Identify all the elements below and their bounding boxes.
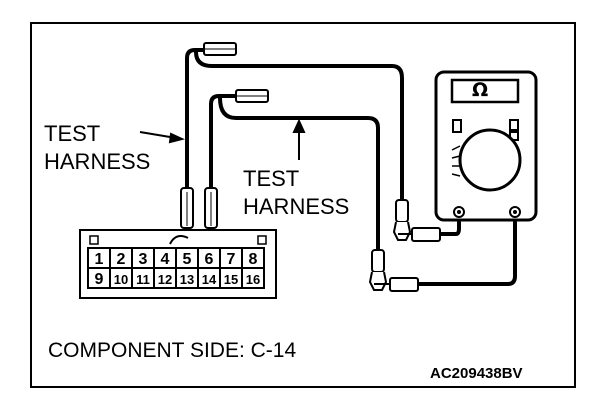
test-harness-label-right: TEST HARNESS (243, 168, 349, 218)
ohmmeter-display (450, 78, 520, 104)
connector-pin-number: 4 (161, 251, 170, 268)
connector-cell (241, 267, 265, 289)
connector-pin-number: 5 (183, 251, 192, 268)
connector-c14 (79, 229, 277, 299)
test-harness-label-left: TEST HARNESS (44, 123, 150, 173)
component-side-caption: COMPONENT SIDE: C-14 (48, 339, 297, 362)
test-harness-wire-right (209, 94, 238, 192)
test-harness-right-line1: TEST (243, 166, 300, 191)
connector-pin-number: 16 (246, 272, 260, 287)
connector-pin-number: 9 (95, 271, 104, 288)
test-harness-right-line2: HARNESS (243, 194, 350, 219)
selector-dial (458, 128, 522, 192)
test-harness-left-line1: TEST (44, 121, 101, 146)
figure-code: AC209438BV (430, 365, 523, 382)
test-harness-wire-left (185, 48, 208, 192)
plug-lower (371, 249, 385, 273)
plug-lower-body (389, 277, 419, 292)
arrow-up-head (292, 118, 306, 133)
meter-lead-com (436, 210, 461, 236)
connector-cells (87, 247, 265, 289)
test-harness-left-line2: HARNESS (44, 149, 151, 174)
meter-plugs (368, 199, 441, 292)
connector-pin-number: 12 (158, 272, 172, 287)
ohmmeter (434, 70, 538, 222)
connector-pin-number: 10 (114, 272, 128, 287)
harness-wires (185, 48, 517, 286)
ohm-symbol: Ω (472, 79, 489, 101)
arrows (139, 118, 306, 160)
connector-pin-number: 7 (227, 251, 236, 268)
connector-pin-number: 6 (205, 251, 214, 268)
connector-pin-number: 2 (117, 251, 126, 268)
connector-pin-number: 15 (224, 272, 238, 287)
connector-probes (180, 187, 218, 246)
connector-pin-number: 14 (202, 272, 217, 287)
test-harness-wire-left-branch (194, 50, 404, 202)
connector-pin-number: 3 (139, 251, 148, 268)
connector-pin-number: 8 (249, 251, 258, 268)
test-harness-wire-right-branch (218, 96, 380, 252)
arrow-left-head (168, 132, 186, 144)
plug-upper (395, 199, 409, 223)
plug-upper-body (411, 227, 441, 242)
meter-indicator-left (452, 119, 462, 133)
connector-pin-number: 13 (180, 272, 194, 287)
meter-indicator-right (509, 119, 519, 131)
connector-pin-number: 11 (136, 272, 150, 287)
meter-lead-ohm (414, 210, 517, 286)
harness-terminals (203, 42, 269, 103)
connector-pin-number: 1 (95, 251, 104, 268)
